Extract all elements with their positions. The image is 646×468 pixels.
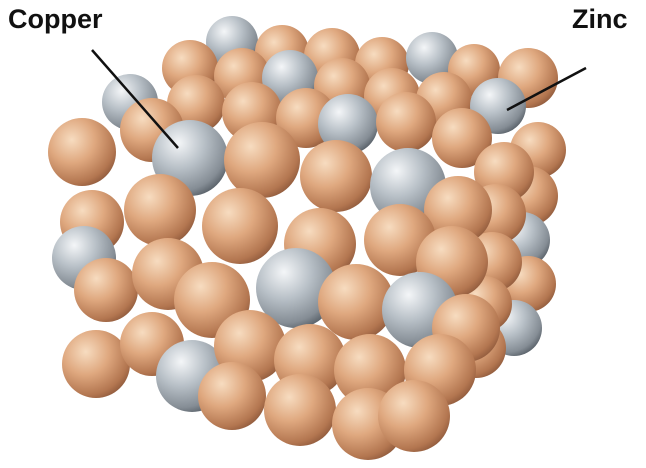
copper-atom (224, 122, 300, 198)
copper-atom (378, 380, 450, 452)
copper-atom (376, 92, 436, 152)
atom-group (48, 16, 566, 460)
copper-label: Copper (8, 4, 103, 35)
copper-atom (202, 188, 278, 264)
copper-atom (300, 140, 372, 212)
copper-atom (318, 264, 394, 340)
copper-atom (264, 374, 336, 446)
copper-atom (62, 330, 130, 398)
copper-atom (198, 362, 266, 430)
copper-atom (74, 258, 138, 322)
copper-atom (124, 174, 196, 246)
zinc-label: Zinc (572, 4, 628, 35)
copper-atom (48, 118, 116, 186)
